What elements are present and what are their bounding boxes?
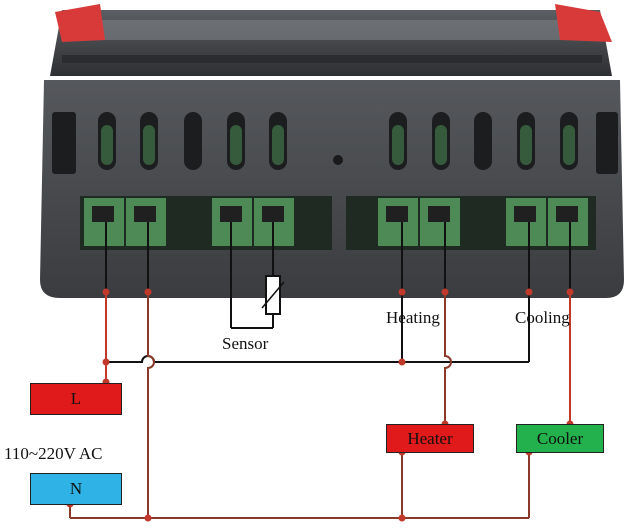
controller-top bbox=[50, 4, 612, 76]
live-terminal-box: L bbox=[30, 383, 122, 415]
cooling-label: Cooling bbox=[515, 308, 570, 327]
cooler-box: Cooler bbox=[516, 424, 604, 453]
sensor-label: Sensor bbox=[222, 334, 269, 353]
wires bbox=[69, 222, 571, 519]
screw-hole bbox=[333, 155, 343, 165]
neutral-terminal-box: N bbox=[30, 473, 122, 505]
terminal-block-right bbox=[346, 196, 596, 250]
heater-box: Heater bbox=[386, 424, 474, 453]
controller-body bbox=[40, 80, 624, 298]
junction-dots bbox=[66, 288, 574, 522]
left-red-cap bbox=[55, 4, 105, 42]
voltage-label: 110~220V AC bbox=[4, 444, 103, 463]
heating-label: Heating bbox=[386, 308, 440, 327]
right-red-cap bbox=[555, 4, 612, 42]
terminal-block-left bbox=[80, 196, 332, 250]
vent-green-glow bbox=[101, 125, 575, 165]
